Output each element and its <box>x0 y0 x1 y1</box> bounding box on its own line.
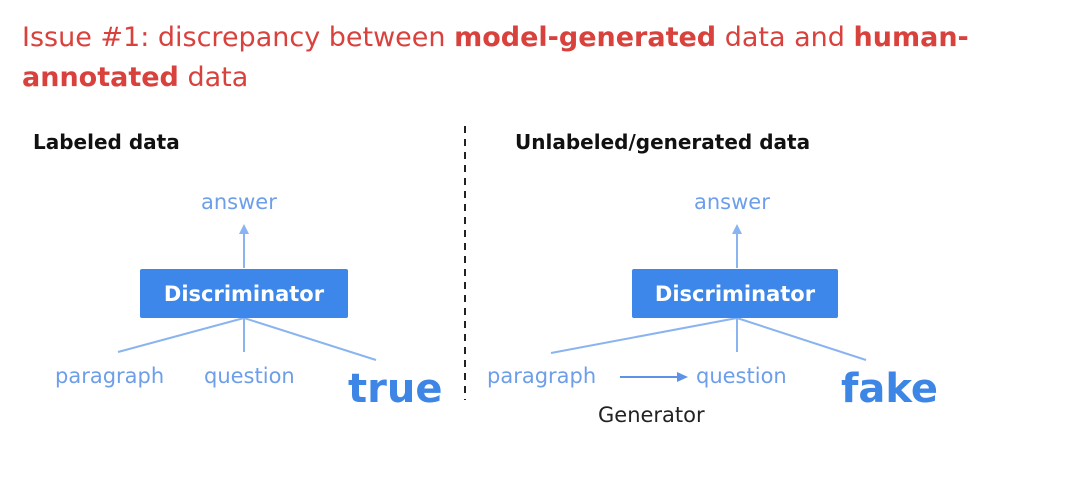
right-verdict-line <box>736 317 867 361</box>
left-paragraph-line <box>117 317 245 353</box>
right-panel-heading: Unlabeled/generated data <box>515 130 811 154</box>
left-panel-heading: Labeled data <box>33 130 180 154</box>
right-paragraph-line <box>550 317 738 354</box>
generator-arrowhead <box>677 372 688 382</box>
title-text: Issue #1: discrepancy between <box>22 22 455 53</box>
title-text: data <box>178 62 249 93</box>
left-answer-arrowhead <box>239 224 249 234</box>
right-discriminator-box: Discriminator <box>632 269 838 318</box>
left-verdict-true: true <box>348 366 443 412</box>
slide-title: Issue #1: discrepancy between model-gene… <box>22 18 1072 98</box>
right-question-label: question <box>696 364 787 388</box>
right-verdict-fake: fake <box>841 366 939 412</box>
left-verdict-line <box>243 317 377 361</box>
right-answer-label: answer <box>694 190 770 214</box>
title-text: data and <box>716 22 854 53</box>
right-paragraph-label: paragraph <box>487 364 597 388</box>
left-paragraph-label: paragraph <box>55 364 165 388</box>
title-bold-model-generated: model-generated <box>454 22 717 53</box>
generator-label: Generator <box>598 403 705 427</box>
left-discriminator-box: Discriminator <box>140 269 348 318</box>
title-bold-human-annotated: human-annotated <box>22 22 969 93</box>
right-answer-arrowhead <box>732 224 742 234</box>
left-question-label: question <box>204 364 295 388</box>
left-answer-label: answer <box>201 190 277 214</box>
